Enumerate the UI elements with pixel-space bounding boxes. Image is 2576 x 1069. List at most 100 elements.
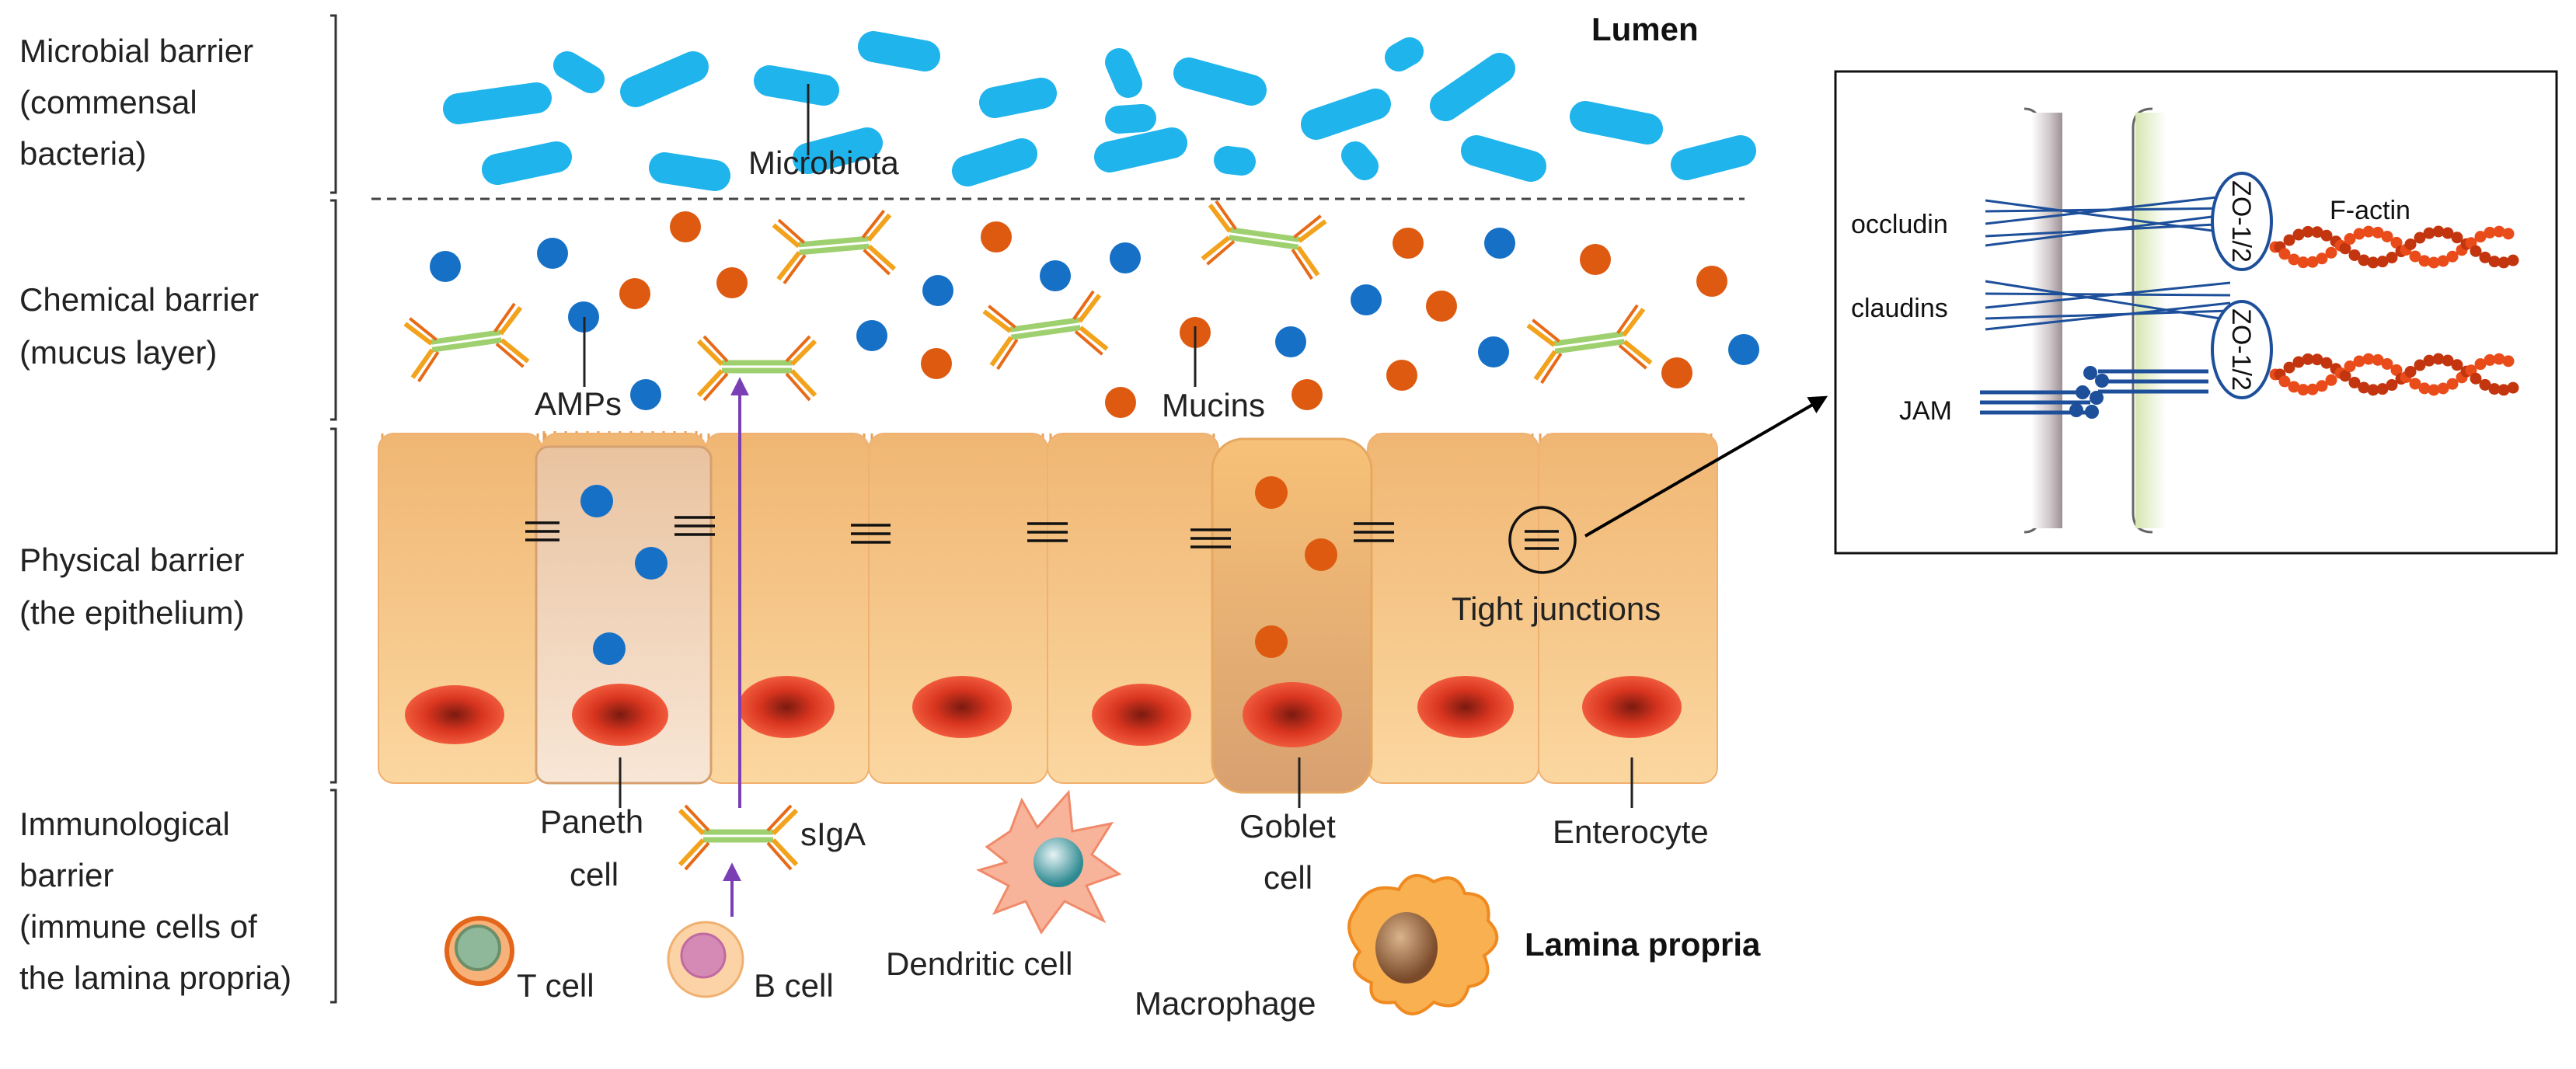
amp-particle: [1728, 334, 1759, 365]
actin-monomer: [2451, 359, 2463, 371]
tight-junction: [1354, 522, 1394, 542]
bracket-immunological: [330, 789, 337, 1004]
bacterium: [1301, 89, 1391, 140]
immuno-label-2: barrier: [19, 857, 113, 893]
nucleus: [738, 676, 835, 738]
actin-monomer: [2297, 384, 2309, 396]
bacterium: [979, 78, 1057, 118]
actin-monomer: [2442, 227, 2454, 239]
actin-monomer: [2306, 383, 2319, 395]
actin-monomer: [2302, 225, 2314, 238]
goblet-label-2: cell: [1264, 859, 1312, 896]
antibody-siga: [773, 211, 895, 284]
zo-label-bottom: ZO-1/2: [2226, 308, 2256, 391]
amp-particle: [537, 238, 568, 269]
antibody-siga: [1527, 305, 1651, 384]
actin-monomer: [2437, 255, 2449, 267]
inset-pointer-arrow: [1584, 395, 1828, 538]
dendritic-cell: [975, 789, 1122, 935]
bacterium: [1570, 101, 1663, 145]
immuno-label-4: the lamina propria): [19, 959, 291, 996]
bacterium: [1105, 48, 1142, 98]
actin-monomer: [2297, 256, 2309, 269]
epithelium: [378, 431, 1718, 794]
tight-junction: [1190, 528, 1231, 548]
microbial-label-3: bacteria): [19, 135, 146, 172]
actin-monomer: [2507, 254, 2519, 266]
mucin-particle: [1105, 387, 1136, 418]
f-actin-label: F-actin: [2330, 196, 2410, 225]
mucin-particle: [619, 278, 650, 309]
mucin-particle: [1393, 228, 1424, 259]
tight-junction: [1525, 530, 1559, 550]
bacterium: [620, 51, 709, 107]
paneth-granule: [593, 632, 626, 665]
antibodies-group: [404, 200, 1651, 400]
mucin-particle: [1696, 266, 1727, 297]
antibody-siga: [1202, 200, 1326, 280]
nucleus: [1243, 682, 1342, 747]
bacterium: [1341, 141, 1379, 180]
amp-particle: [630, 379, 661, 410]
actin-monomer: [2390, 364, 2403, 376]
siga-label: sIgA: [800, 816, 866, 852]
actin-monomer: [2479, 378, 2491, 391]
nucleus: [912, 676, 1012, 738]
actin-monomer: [2381, 357, 2393, 370]
actin-monomer: [2414, 359, 2426, 371]
mucin-particle: [716, 267, 748, 298]
b-cell-label: B cell: [754, 967, 834, 1004]
lamina-propria-label: Lamina propria: [1525, 926, 1761, 963]
actin-monomer: [2372, 353, 2384, 366]
macrophage: [1347, 874, 1499, 1015]
actin-monomer: [2474, 231, 2487, 243]
actin-monomer: [2358, 381, 2370, 394]
bacterium: [1385, 37, 1424, 71]
tight-junction: [675, 516, 715, 536]
amps-label: AMPs: [535, 385, 622, 422]
actin-monomer: [2502, 228, 2515, 240]
bacterium: [1671, 135, 1756, 180]
actin-monomer: [2320, 357, 2333, 369]
actin-monomer: [2507, 381, 2519, 394]
actin-monomer: [2348, 249, 2361, 261]
microbiota-group: [443, 31, 1756, 191]
actin-monomer: [2479, 251, 2491, 263]
actin-monomer: [2288, 381, 2300, 393]
mucin-particle: [1426, 291, 1457, 322]
mucin-particle: [1580, 244, 1611, 275]
actin-monomer: [2437, 382, 2449, 395]
actin-monomer: [2428, 256, 2440, 269]
actin-monomer: [2344, 360, 2356, 373]
mucin-particle: [1291, 379, 1323, 410]
amp-particle: [430, 251, 461, 282]
enterocyte-label: Enterocyte: [1553, 813, 1709, 850]
actin-monomer: [2414, 232, 2426, 244]
tight-junctions-label: Tight junctions: [1452, 590, 1661, 627]
actin-monomer: [2325, 246, 2337, 259]
macrophage-label: Macrophage: [1135, 985, 1316, 1022]
antibody-siga-lamina: [680, 806, 797, 869]
bacterium: [1461, 135, 1546, 182]
dendritic-cell-label: Dendritic cell: [886, 945, 1072, 982]
amp-particle: [1275, 326, 1306, 357]
actin-monomer: [2409, 250, 2421, 263]
actin-monomer: [2353, 355, 2365, 367]
actin-monomer: [2386, 252, 2398, 264]
actin-monomer: [2362, 353, 2375, 365]
bracket-microbial: [330, 14, 337, 194]
bacterium: [754, 65, 839, 106]
actin-monomer: [2488, 256, 2501, 268]
actin-monomer: [2470, 372, 2482, 385]
actin-monomer: [2292, 228, 2305, 241]
actin-monomer: [2428, 384, 2440, 396]
microbial-label-1: Microbial barrier: [19, 33, 253, 69]
bacterium: [793, 127, 883, 174]
claudin-strands: [1985, 280, 2231, 331]
zo-protein-bottom: [2211, 300, 2273, 399]
physical-label-1: Physical barrier: [19, 541, 244, 578]
jam-label: JAM: [1899, 396, 1952, 426]
actin-monomer: [2484, 353, 2496, 366]
